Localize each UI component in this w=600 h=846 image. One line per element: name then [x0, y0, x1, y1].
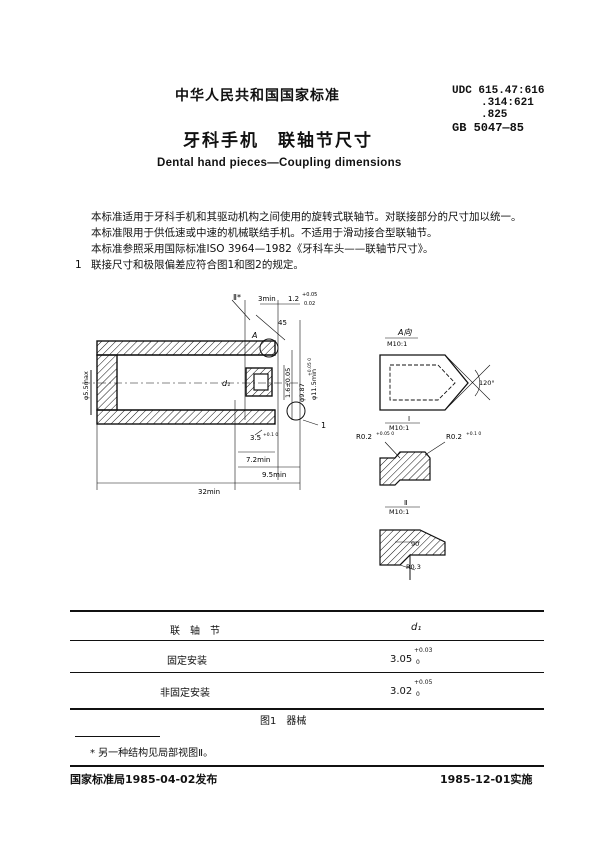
- label-35: 3.5: [250, 434, 261, 442]
- effective-date: 1985-12-01实施: [440, 773, 533, 786]
- clause-text: 联接尺寸和极限偏差应符合图1和图2的规定。: [91, 259, 304, 271]
- udc-line-1: UDC 615.47:616: [452, 85, 545, 97]
- label-R02b-tol: +0.1 0: [466, 431, 481, 437]
- gb-number: GB 5047—85: [452, 121, 525, 135]
- view-I-title: I: [408, 415, 410, 423]
- label-R02a: R0.2: [356, 433, 372, 441]
- standard-org: 中华人民共和国国家标准: [175, 88, 340, 104]
- row-value: 3.02: [390, 686, 413, 697]
- label-1: 1: [321, 421, 326, 430]
- label-R03: R0.3: [406, 563, 421, 571]
- row-tol-upper: +0.03: [414, 647, 433, 654]
- paragraph-1: 本标准适用于牙科手机和其驱动机构之间使用的旋转式联轴节。对联接部分的尺寸加以统一…: [91, 211, 522, 223]
- label-45: 45: [278, 319, 287, 327]
- label-72: 7.2min: [246, 456, 270, 464]
- row-name: 固定安装: [167, 656, 207, 667]
- label-tol-top-sup: +0.05: [302, 292, 317, 298]
- paragraph-2: 本标准限用于供低速或中速的机械联结手机。不适用于滑动接合型联轴节。: [91, 227, 438, 239]
- view-A-scale: M10:1: [387, 340, 407, 348]
- label-tol-top-sub: 0.02: [304, 301, 315, 307]
- label-phi55: φ5.5max: [82, 371, 90, 400]
- label-A: A: [251, 331, 257, 340]
- label-phi987: φ9.87: [298, 383, 306, 402]
- label-35-tol: +0.1 0: [263, 432, 278, 438]
- udc-line-2: .314:621: [481, 97, 534, 109]
- view-A-title: A向: [397, 328, 412, 337]
- label-3min: 3min: [258, 295, 276, 303]
- label-d1: d₁: [222, 379, 230, 388]
- label-90: 90: [411, 540, 419, 548]
- footnote: * 另一种结构见局部视图Ⅱ。: [90, 748, 214, 759]
- view-A: A向 M10:1 120°: [379, 328, 495, 411]
- footnote-rule: [75, 736, 160, 737]
- row-tol-lower: 0: [416, 691, 420, 698]
- row-value: 3.05: [390, 654, 413, 665]
- table-top-rule: [70, 610, 544, 612]
- technical-drawing: Ⅱ* 3min 1.2 +0.05 0.02 45 A φ5.5max d₁ 1…: [82, 292, 495, 580]
- table-header-rule: [70, 640, 544, 641]
- view-I-scale: M10:1: [389, 424, 409, 432]
- label-R02b: R0.2: [446, 433, 462, 441]
- row-tol-upper: +0.05: [414, 679, 433, 686]
- label-95: 9.5min: [262, 471, 286, 479]
- issued-date: 国家标准局1985-04-02发布: [70, 773, 218, 786]
- label-120: 120°: [479, 379, 495, 387]
- table-bottom-rule: [70, 708, 544, 710]
- title-en: Dental hand pieces—Coupling dimensions: [157, 157, 402, 169]
- clause-number: 1: [75, 259, 82, 271]
- label-phi115: φ11.5min: [310, 369, 318, 400]
- label-detail-star: Ⅱ*: [233, 293, 241, 302]
- row-tol-lower: 0: [416, 659, 420, 666]
- main-section-view: [82, 299, 319, 490]
- label-phi987-tol: +0.05 0: [307, 358, 313, 376]
- footer-rule: [70, 765, 544, 767]
- label-tol-top: 1.2: [288, 295, 299, 303]
- table-row-rule: [70, 672, 544, 673]
- table-header-d1: d₁: [411, 622, 422, 633]
- row-name: 非固定安装: [160, 688, 210, 699]
- view-II-scale: M10:1: [389, 508, 409, 516]
- view-II-title: Ⅱ: [404, 499, 407, 507]
- table-header-coupling: 联 轴 节: [170, 626, 220, 637]
- view-II: Ⅱ M10:1 90 R0.3: [379, 499, 446, 580]
- view-I: I M10:1 R0.2 +0.05 0 R0.2 +0.1 0: [356, 415, 481, 486]
- label-32: 32min: [198, 488, 220, 496]
- paragraph-3: 本标准参照采用国际标准ISO 3964—1982《牙科车头——联轴节尺寸》。: [91, 243, 434, 255]
- label-phi116: 1.6±0.05: [284, 368, 292, 398]
- label-R02a-tol: +0.05 0: [376, 431, 394, 437]
- title-zh: 牙科手机 联轴节尺寸: [183, 131, 373, 151]
- figure-caption: 图1 器械: [260, 716, 307, 727]
- udc-line-3: .825: [481, 109, 508, 121]
